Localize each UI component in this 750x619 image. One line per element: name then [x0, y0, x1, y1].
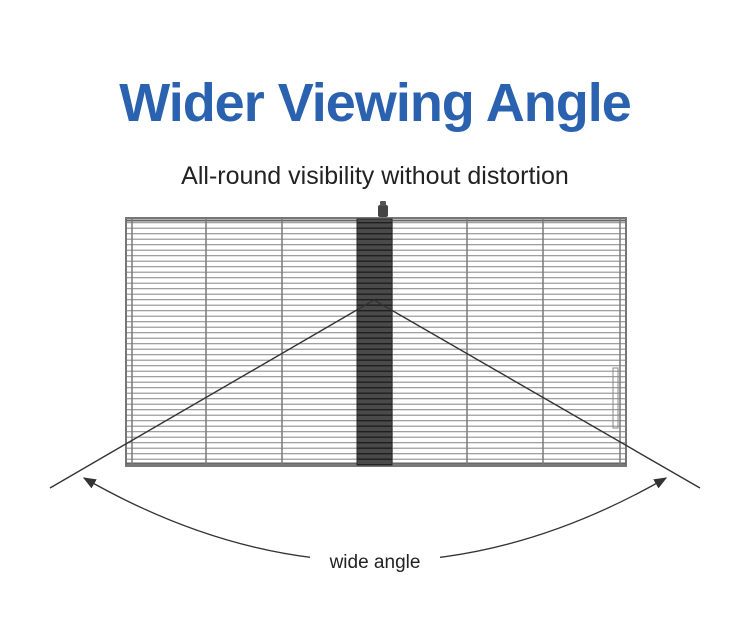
panel-center-column	[356, 218, 393, 466]
page-subtitle: All-round visibility without distortion	[181, 162, 569, 190]
page-title: Wider Viewing Angle	[119, 73, 632, 133]
right-sight-line	[373, 299, 701, 489]
panel-top-connector	[378, 201, 388, 217]
transparent-led-panel	[125, 201, 627, 467]
viewing-angle-lines	[49, 299, 701, 489]
panel-side-connector	[612, 367, 619, 429]
panel-frame	[125, 217, 627, 467]
wide-angle-label: wide angle	[310, 549, 440, 577]
left-sight-line	[49, 299, 375, 489]
